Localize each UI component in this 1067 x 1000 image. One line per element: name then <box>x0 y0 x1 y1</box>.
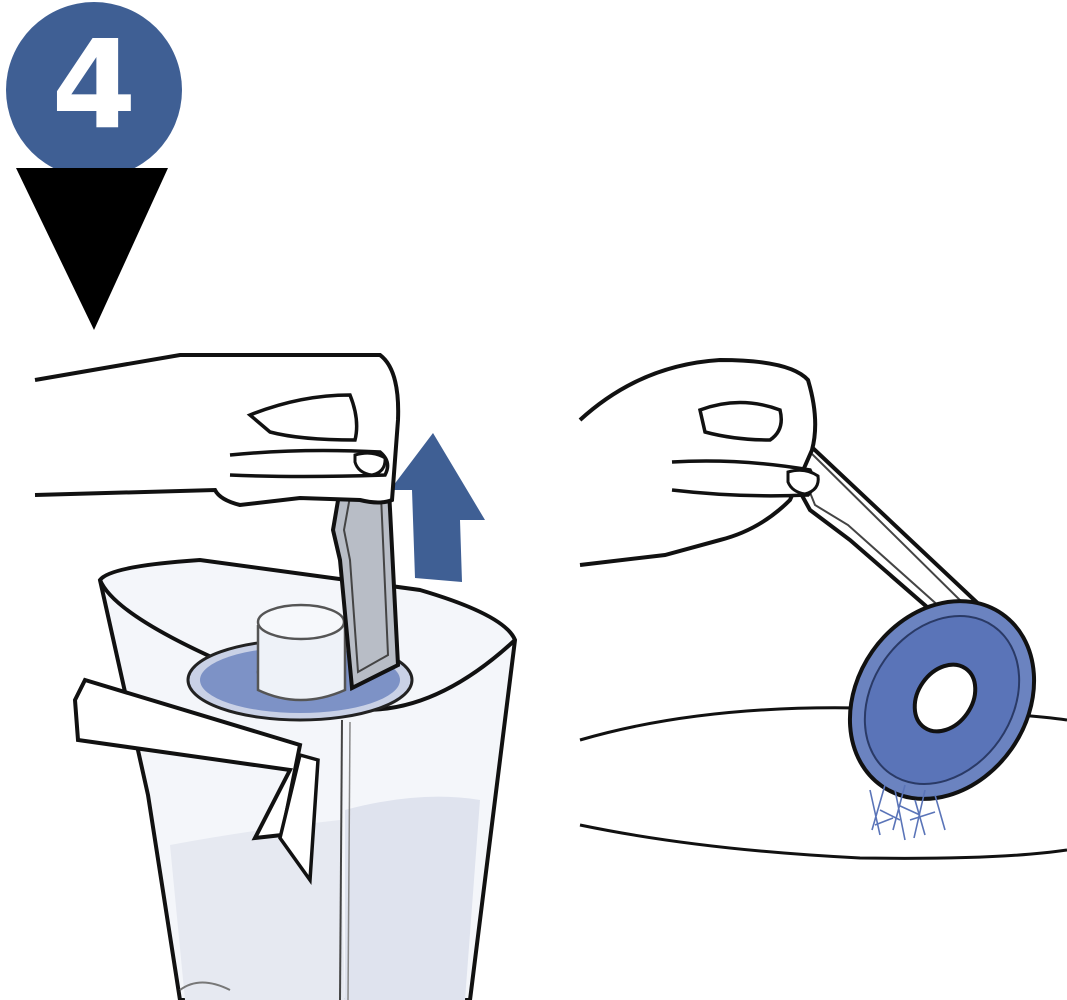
arrow-up-icon <box>390 433 485 582</box>
panel-lift-filter-out <box>35 355 515 1000</box>
hand-left-panel <box>35 355 398 505</box>
filter-disc-tilted <box>812 565 1067 835</box>
hand-right-panel <box>580 360 818 565</box>
panel-empty-filter <box>580 360 1067 858</box>
bin-rim-bottom <box>580 825 1067 858</box>
triangle-down-icon <box>16 168 168 330</box>
